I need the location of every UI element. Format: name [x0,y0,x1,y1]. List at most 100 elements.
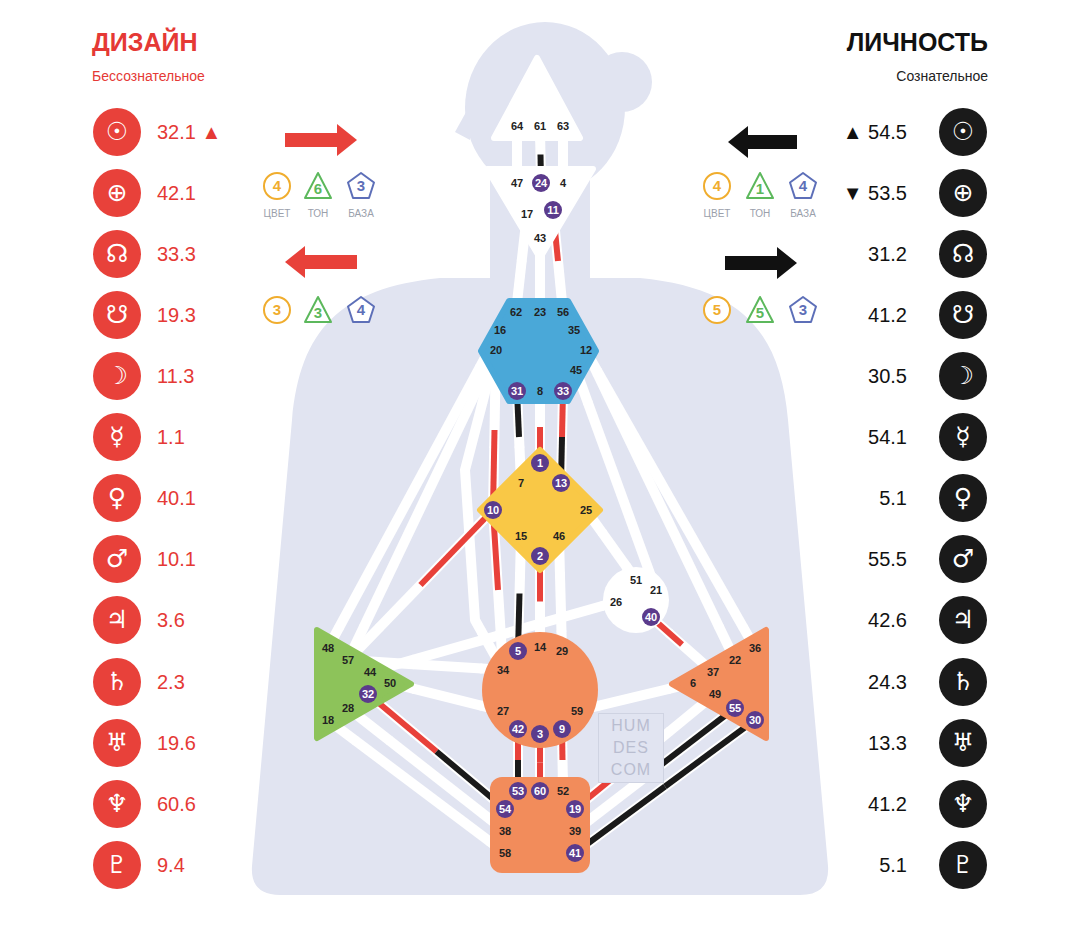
ctb-number: 5 [745,298,775,328]
planet-symbol: ☋ [939,291,987,339]
gate-line-value: 19.6 [157,719,196,767]
planet-symbol: ⊕ [93,169,141,217]
axis-caption: ЦВЕТ [247,208,307,219]
planet-symbol: ☊ [93,230,141,278]
active-gate-number: 19 [566,800,584,818]
gate-number: 51 [625,571,647,589]
planet-badge: ☊33.3 [93,230,141,278]
gate-number: 44 [359,663,381,681]
ctb-marker: 4 [788,171,818,201]
planet-badge: ☉32.1 ▲ [93,108,141,156]
planet-disc [939,108,987,156]
planet-disc [939,230,987,278]
active-gate-number: 60 [531,782,549,800]
gate-line-value: 32.1 ▲ [157,108,221,156]
arrow-right [725,247,797,279]
ctb-number: 3 [788,295,818,325]
gate-number: 4 [552,174,574,192]
planet-symbol: ♀ [939,474,987,522]
channel-connector [512,140,522,167]
planet-badge: ♄24.3 [939,658,987,706]
planet-symbol: ♇ [93,841,141,889]
column-title: ЛИЧНОСТЬ [847,28,988,57]
gate-number: 12 [575,341,597,359]
planet-disc [93,474,141,522]
gate-number: 35 [563,321,585,339]
planet-disc [939,169,987,217]
active-gate-number: 3 [531,725,549,743]
planet-symbol: ☿ [939,413,987,461]
column-title: ДИЗАЙН [92,28,198,57]
channel-activations [368,155,755,854]
planet-disc [93,780,141,828]
ctb-number: 1 [745,174,775,204]
gate-number: 16 [489,321,511,339]
planet-badge: ♃3.6 [93,596,141,644]
gate-number: 64 [506,117,528,135]
planet-disc [939,596,987,644]
ctb-marker: 4 [346,295,376,325]
center-shape [481,301,596,401]
gate-line-value: 9.4 [157,841,185,889]
planet-symbol: ⊕ [939,169,987,217]
energy-center: 1713102515462 [478,448,602,572]
gate-line-value: 19.3 [157,291,196,339]
active-gate-number: 9 [553,720,571,738]
energy-center: 48574450322818 [315,628,413,740]
ctb-number: 4 [788,171,818,201]
planet-disc [939,474,987,522]
ctb-number: 4 [346,295,376,325]
gate-line-value: 13.3 [868,719,907,767]
arrow-left [285,246,357,278]
energy-center: 47244171143 [485,167,595,260]
ctb-marker: 4 [262,171,292,201]
hair-bun [592,52,652,112]
planet-badge: ♀5.1 [939,474,987,522]
gate-line-value: ▼ 53.5 [843,169,907,217]
planet-badge: ☿54.1 [939,413,987,461]
gate-line-value: 41.2 [868,291,907,339]
planet-disc [939,291,987,339]
planet-symbol: ♂ [93,535,141,583]
planet-disc [93,841,141,889]
planet-symbol: ☉ [93,108,141,156]
active-gate-number: 41 [566,844,584,862]
planet-badge: ☽30.5 [939,352,987,400]
planet-badge: ♇9.4 [93,841,141,889]
planet-disc [93,596,141,644]
gate-number: 57 [337,651,359,669]
planet-disc [939,658,987,706]
active-gate-number: 54 [496,800,514,818]
planet-disc [93,352,141,400]
gate-number: 20 [485,341,507,359]
gate-number: 27 [492,702,514,720]
gate-line-value: 31.2 [868,230,907,278]
ctb-marker: 3 [262,295,292,325]
planet-disc [939,413,987,461]
planet-disc [93,291,141,339]
planet-badge: ♄2.3 [93,658,141,706]
channel-connector [558,260,562,300]
gate-number: 63 [552,117,574,135]
gate-line-value: 41.2 [868,780,907,828]
gate-number: 25 [575,501,597,519]
active-gate-number: 55 [726,699,744,717]
ctb-number: 5 [702,295,732,325]
center-shape [317,630,411,738]
planet-symbol: ☽ [93,352,141,400]
gate-line-value: 5.1 [879,841,907,889]
planet-badge: ☋41.2 [939,291,987,339]
channel-bases [328,126,755,853]
gate-line-value: 40.1 [157,474,196,522]
planet-symbol: ♃ [939,596,987,644]
ctb-marker: 6 [303,171,333,201]
planet-symbol: ♆ [939,780,987,828]
gate-line-value: 3.6 [157,596,185,644]
gate-number: 8 [529,382,551,400]
center-shape [487,169,593,258]
ctb-marker: 5 [702,295,732,325]
active-gate-number: 5 [509,642,527,660]
planet-badge: ♆60.6 [93,780,141,828]
planet-disc [939,535,987,583]
